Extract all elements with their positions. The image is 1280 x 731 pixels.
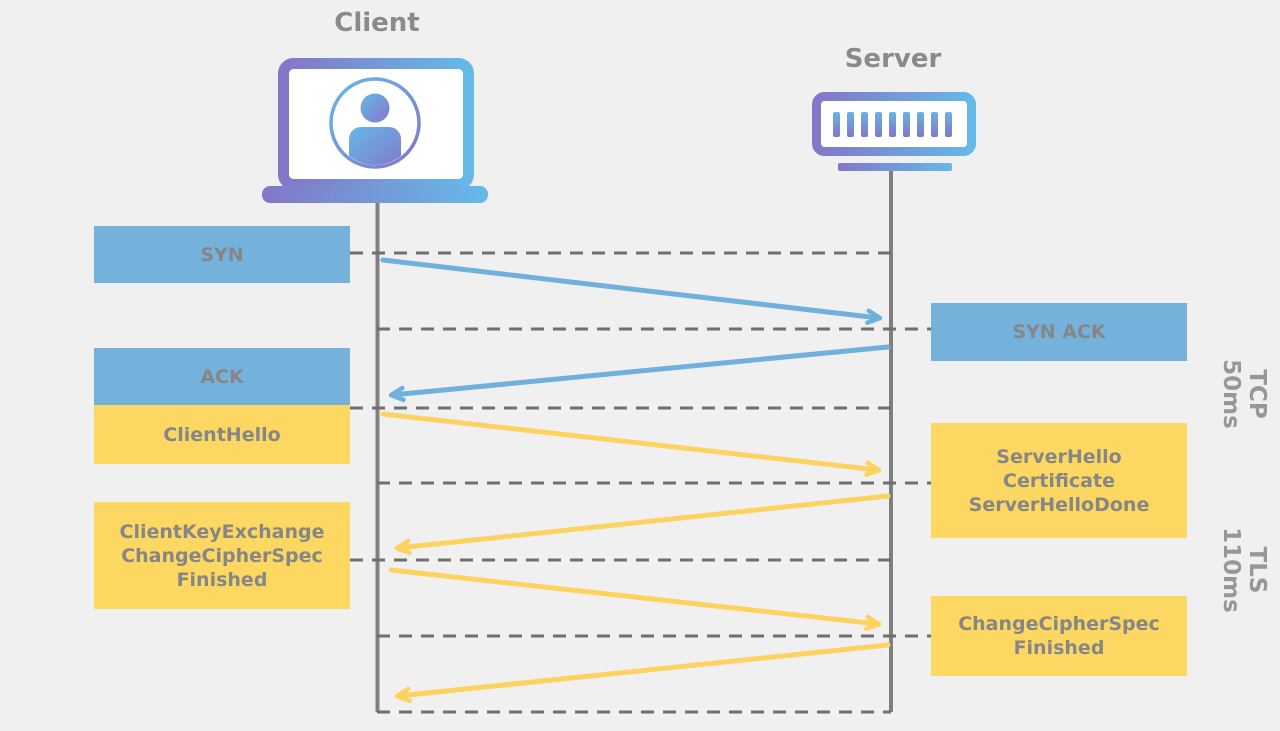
syn-ack-arrow xyxy=(388,344,891,403)
laptop-user-icon xyxy=(262,58,488,203)
finished-label: Finished xyxy=(176,568,268,591)
syn-ack-box: SYN ACK xyxy=(931,303,1187,361)
syn-box: SYN xyxy=(94,226,350,283)
client-hello-label: ClientHello xyxy=(163,423,281,446)
ack-box: ACK xyxy=(94,348,350,405)
client-hello-arrow xyxy=(380,411,882,477)
finished-label: Finished xyxy=(1013,637,1105,659)
client-key-exchange-box: ClientKeyExchange ChangeCipherSpec Finis… xyxy=(94,502,350,609)
change-cipher-spec-label: ChangeCipherSpec xyxy=(121,544,323,567)
change-cipher-spec-label: ChangeCipherSpec xyxy=(958,613,1160,635)
avatar-circle xyxy=(329,77,421,169)
tcp-arrows xyxy=(380,257,891,403)
syn-arrow xyxy=(380,257,883,325)
server-hello-box: ServerHello Certificate ServerHelloDone xyxy=(931,423,1187,538)
server-slot-bars xyxy=(833,112,952,137)
client-key-exchange-label: ClientKeyExchange xyxy=(119,520,325,543)
server-stand xyxy=(838,163,952,171)
server-hello-arrow xyxy=(394,493,891,556)
server-hello-done-label: ServerHelloDone xyxy=(968,493,1150,516)
ack-label: ACK xyxy=(200,365,244,388)
server-title: Server xyxy=(844,44,942,74)
certificate-label: Certificate xyxy=(1003,469,1115,492)
tls-phase-duration: 110ms xyxy=(1218,527,1244,613)
tcp-phase-label: TCP 50ms xyxy=(1218,334,1270,454)
tls-phase-label: TLS 110ms xyxy=(1218,510,1270,630)
avatar-head xyxy=(360,93,390,123)
syn-ack-label: SYN ACK xyxy=(1012,321,1106,343)
tls-phase-name: TLS xyxy=(1244,546,1270,594)
tls-arrows xyxy=(380,411,891,704)
change-cipher-spec-box: ChangeCipherSpec Finished xyxy=(931,596,1187,676)
laptop-base xyxy=(262,186,488,203)
change-cipher-spec-arrow xyxy=(394,642,891,704)
client-hello-box: ClientHello xyxy=(94,405,350,464)
tcp-phase-duration: 50ms xyxy=(1218,359,1244,429)
avatar-body xyxy=(349,127,401,165)
timeline-dashed-lines xyxy=(350,251,931,714)
server-rack-icon xyxy=(812,92,976,171)
server-hello-label: ServerHello xyxy=(996,445,1122,468)
client-key-exchange-arrow xyxy=(388,567,882,632)
tcp-phase-name: TCP xyxy=(1244,369,1270,419)
syn-label: SYN xyxy=(200,243,244,266)
client-title: Client xyxy=(334,8,420,38)
